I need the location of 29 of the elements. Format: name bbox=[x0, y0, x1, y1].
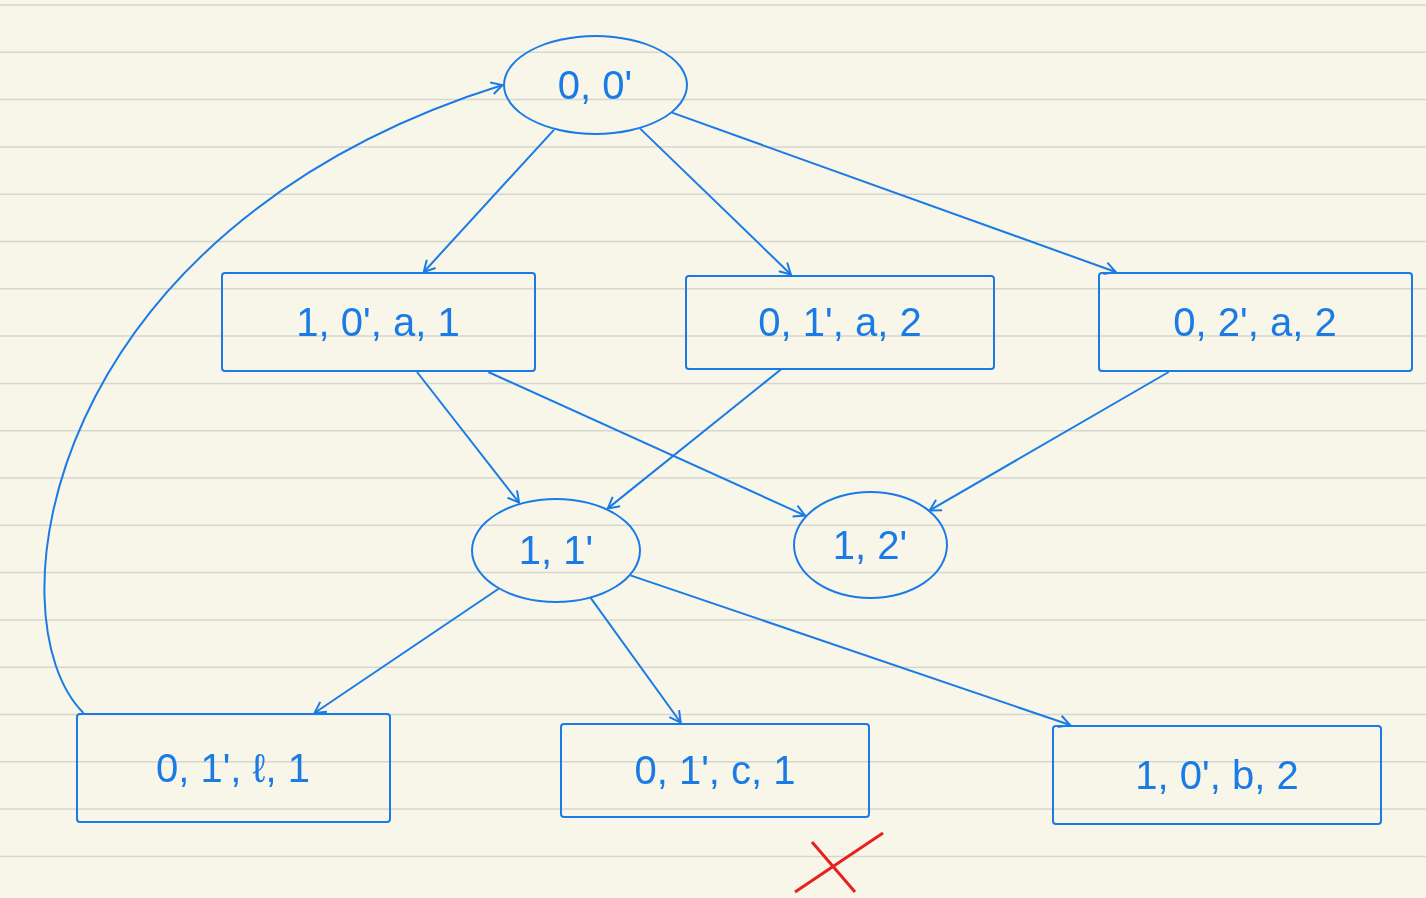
arrow bbox=[43, 82, 504, 714]
state-label: 0, 0' bbox=[557, 62, 633, 109]
state-ellipse bbox=[792, 491, 948, 599]
state-box bbox=[1097, 272, 1413, 372]
arrow bbox=[313, 587, 500, 714]
state-ellipse bbox=[471, 497, 641, 603]
state-box bbox=[75, 713, 391, 823]
state-label: 0, 2', a, 2 bbox=[1173, 299, 1337, 346]
arrow bbox=[629, 574, 1072, 729]
state-label: 1, 1' bbox=[518, 527, 594, 574]
state-box bbox=[1052, 725, 1382, 825]
arrow bbox=[671, 111, 1117, 275]
arrow bbox=[606, 368, 782, 510]
arrow bbox=[589, 596, 682, 724]
arrow bbox=[422, 128, 555, 273]
arrow bbox=[416, 371, 521, 504]
state-ellipse bbox=[502, 35, 688, 135]
state-label: 0, 1', a, 2 bbox=[758, 299, 922, 346]
arrow bbox=[639, 127, 792, 276]
state-label: 0, 1', c, 1 bbox=[634, 747, 796, 794]
state-label: 0, 1', ℓ, 1 bbox=[156, 745, 310, 792]
state-box bbox=[685, 274, 995, 370]
state-box bbox=[220, 272, 536, 372]
state-label: 1, 0', a, 1 bbox=[296, 299, 460, 346]
state-box bbox=[560, 722, 870, 818]
state-label: 1, 2' bbox=[832, 522, 908, 569]
arrow bbox=[928, 371, 1170, 512]
state-label: 1, 0', b, 2 bbox=[1135, 752, 1299, 799]
arrow bbox=[487, 371, 807, 518]
